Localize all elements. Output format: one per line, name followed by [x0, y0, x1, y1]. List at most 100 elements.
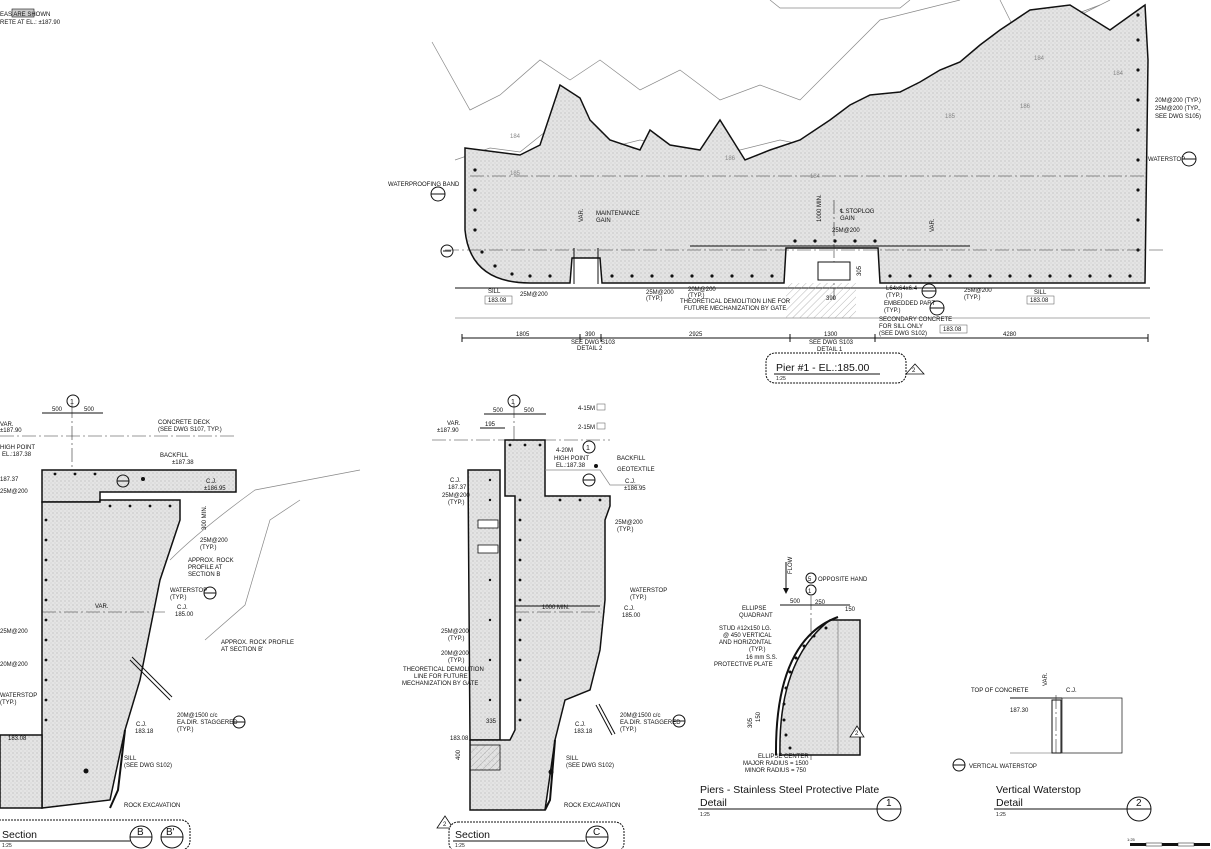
- stud-2: @ 450 VERTICAL: [723, 633, 772, 639]
- concrete-block: [1061, 697, 1123, 754]
- bar-25m-mid-typ: (TYP.): [646, 296, 663, 302]
- rock-profile-3: SECTION B: [188, 572, 220, 578]
- el-box: [939, 324, 968, 334]
- bar-left-2: 20M@200: [0, 662, 28, 668]
- secondary-label-1: SECONDARY CONCRETE: [879, 317, 952, 323]
- plate-1: 16 mm S.S.: [746, 655, 778, 661]
- d305: 305: [748, 717, 754, 728]
- sill: [0, 734, 43, 809]
- waterstop-2: (TYP.): [630, 595, 647, 601]
- bar25-left-2: (TYP.): [448, 500, 465, 506]
- angle-label: L64x64x6.4: [886, 286, 918, 292]
- detail-2-scale: 1:25: [996, 812, 1006, 818]
- rock-profile-2: PROFILE AT: [188, 565, 223, 571]
- legend: EAS ARE SHOWN RETE AT EL.: ±187.90: [0, 8, 61, 26]
- bar25-right-1: 25M@200: [615, 520, 643, 526]
- d500a: 500: [52, 407, 63, 413]
- plate-2: PROTECTIVE PLATE: [714, 662, 773, 668]
- var-label-2: VAR.: [930, 218, 936, 232]
- revision-cloud: [448, 821, 625, 849]
- waterstop-left-2: (TYP.): [0, 700, 17, 706]
- stoplog-label-2: GAIN: [840, 216, 855, 222]
- d400: 400: [456, 749, 462, 760]
- el-18737: 187.37: [0, 477, 19, 483]
- section-c-rev: 2: [443, 822, 447, 828]
- ellipse-quad-1: ELLIPSE: [742, 606, 766, 612]
- cj-left-1: C.J.: [450, 478, 461, 484]
- high-point-1: HIGH POINT: [554, 456, 589, 462]
- section-b-rebar: [44, 472, 172, 722]
- cj-low-1: C.J.: [575, 722, 586, 728]
- contour-labels: 184 185 186 184 185 186 184 184: [510, 56, 1124, 180]
- stud-3: AND HORIZONTAL: [719, 640, 772, 646]
- scale-bar-label: 1:25: [1127, 837, 1136, 842]
- anchor-bar: [595, 704, 613, 736]
- d195: 195: [485, 422, 496, 428]
- sill-1: SILL: [124, 756, 137, 762]
- var-el-1: VAR.: [447, 421, 461, 427]
- see-dwg-2a: SEE DWG S103: [809, 340, 854, 346]
- anchor-2: EA.DIR. STAGGERED: [620, 720, 681, 726]
- d500b: 500: [84, 407, 95, 413]
- detail-2: TOP OF CONCRETE C.J. VAR. 187.30 VERTICA…: [952, 672, 1152, 822]
- top-of-concrete: TOP OF CONCRETE: [971, 688, 1028, 694]
- ellipse-center-1: ELLIPSE CENTER: [758, 754, 809, 760]
- d150: 150: [845, 607, 856, 613]
- detail-1-tag: 1: [886, 798, 892, 809]
- cj-2: ±186.95: [204, 486, 226, 492]
- typ-right-1: 20M@200 (TYP.): [1155, 98, 1201, 104]
- stud-dots: [782, 626, 828, 750]
- section-c-tag: C: [593, 827, 600, 838]
- rock-exc: ROCK EXCAVATION: [564, 803, 620, 809]
- cj-label: C.J.: [1066, 688, 1077, 694]
- rev-triangle: [436, 815, 454, 829]
- ref-top: 1: [511, 399, 515, 406]
- contour-label: 184: [1034, 56, 1045, 62]
- pier-wall: [41, 499, 181, 809]
- dim-4280: 4280: [1003, 332, 1017, 338]
- bar-25m-left: 25M@200: [520, 292, 548, 298]
- demolition-label-2: FUTURE MECHANIZATION BY GATE: [684, 306, 786, 312]
- ref-marker: [507, 394, 521, 408]
- cj-top-1: C.J.: [625, 479, 636, 485]
- secondary-label-3: (SEE DWG S102): [879, 331, 927, 337]
- dim-390: 390: [585, 332, 596, 338]
- contour-label: 185: [510, 171, 521, 177]
- bar25-l2-2: (TYP.): [448, 636, 465, 642]
- demolition-2: LINE FOR FUTURE: [414, 674, 468, 680]
- contour-label: 184: [810, 174, 821, 180]
- stud-4: (TYP.): [749, 647, 766, 653]
- rev-triangle: [905, 363, 925, 375]
- maintenance-label: MAINTENANCE: [596, 211, 640, 217]
- legend-swatch: [11, 8, 35, 18]
- bar25-right-2: (TYP.): [617, 527, 634, 533]
- detail-1-rev: 2: [855, 731, 859, 737]
- terrain-contour: [431, 0, 961, 111]
- bar-left-1: 25M@200: [0, 629, 28, 635]
- opposite-hand: OPPOSITE HAND: [818, 577, 868, 583]
- secondary-concrete-zone: [786, 283, 856, 318]
- bar-2-15m: 2-15M: [578, 425, 595, 431]
- rebar-point: [141, 477, 145, 481]
- pier-rev: 2: [912, 368, 916, 374]
- pier-rebar: [473, 13, 1140, 278]
- d250: 250: [815, 600, 826, 606]
- detail-2-title: Vertical Waterstop: [996, 784, 1081, 796]
- contour-label: 184: [510, 134, 521, 140]
- revision-cloud: [765, 352, 907, 384]
- waterstop-2: (TYP.): [170, 595, 187, 601]
- rock-profile-b: [204, 499, 301, 641]
- pier-body: [464, 3, 1149, 284]
- rock-excavation: [109, 729, 126, 809]
- contour-label: 186: [1020, 104, 1031, 110]
- stud-1: STUD #12x150 LG.: [719, 626, 772, 632]
- dim-1805: 1805: [516, 332, 530, 338]
- var-el-2: ±187.90: [0, 428, 22, 434]
- var-el-2: ±187.90: [437, 428, 459, 434]
- rebar-point: [83, 768, 89, 774]
- dimension-ticks: [461, 334, 1149, 342]
- waterproofing-label: WATERPROOFING BAND: [388, 182, 460, 188]
- bar-25m-mid: 25M@200: [646, 290, 674, 296]
- bar-25m-top: 25M@200: [832, 228, 860, 234]
- gate-slab: [467, 469, 501, 741]
